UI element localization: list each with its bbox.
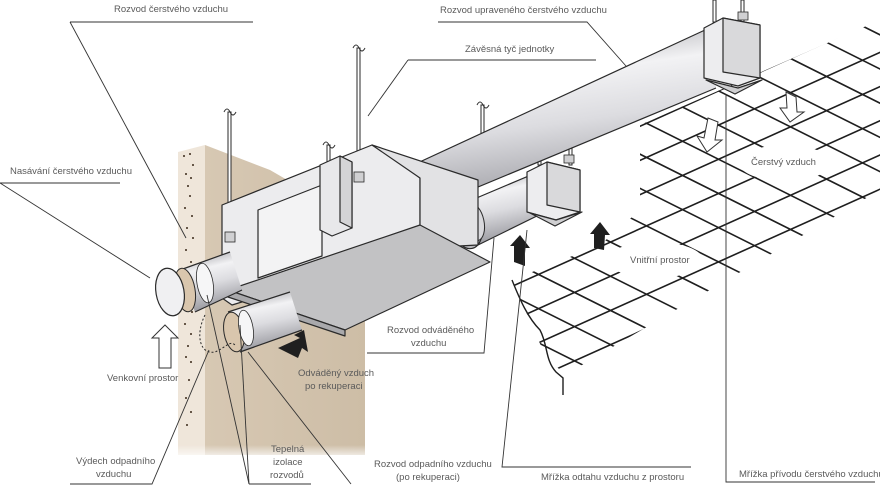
label-exhaust-after-recovery-line1: Odváděný vzduch	[298, 368, 374, 379]
grid-line	[512, 271, 880, 375]
fresh-air-label-bg	[739, 145, 831, 181]
waste-air-outlet-pipe	[223, 291, 303, 353]
label-waste-air-outlet-line1: Výdech odpadního	[76, 456, 155, 467]
label-thermal-insulation-line1: Tepelná	[271, 444, 305, 455]
grid-line	[512, 31, 880, 304]
label-extracted-air-distribution-line1: Rozvod odváděného	[387, 325, 474, 336]
extract-air-arrows	[510, 222, 610, 266]
grid-line	[512, 20, 880, 235]
extract-grille-box	[526, 161, 583, 227]
grid-line	[512, 67, 880, 370]
grid-line	[512, 33, 880, 335]
grid-line	[512, 20, 880, 267]
fresh-air-arrows	[695, 91, 806, 153]
wall-texture-dots	[183, 153, 194, 426]
fresh-air-intake-pipe	[154, 251, 243, 317]
label-supply-grille: Mřížka přívodu čerstvého vzduchu	[739, 469, 880, 480]
wall-fade	[170, 400, 380, 460]
rod-clips	[224, 11, 749, 243]
label-waste-air-distribution-line1: Rozvod odpadního vzduchu	[374, 459, 492, 470]
label-outdoor-space: Venkovní prostor	[107, 373, 178, 384]
outdoor-air-arrow	[150, 324, 180, 369]
grid-line	[512, 100, 880, 372]
label-unit-hanging-rod: Závěsná tyč jednotky	[465, 44, 554, 55]
label-thermal-insulation-line3: rozvodů	[270, 470, 304, 481]
grid-line	[512, 136, 880, 375]
leader-lines	[0, 21, 875, 485]
grid-line	[512, 101, 880, 375]
grid-line	[512, 20, 880, 301]
grid-line	[512, 20, 880, 270]
label-extract-grille: Mřížka odtahu vzduchu z prostoru	[541, 472, 684, 483]
wall-penetration-outline	[199, 314, 236, 353]
label-fresh-air: Čerstvý vzduch	[751, 157, 816, 168]
label-waste-air-distribution-line2: (po rekuperaci)	[396, 472, 460, 483]
grid-line	[512, 272, 880, 375]
label-treated-fresh-air-distribution: Rozvod upraveného čerstvého vzduchu	[440, 5, 607, 16]
label-fresh-air-intake: Nasávání čerstvého vzduchu	[10, 166, 132, 177]
label-indoor-space: Vnitřní prostor	[630, 255, 690, 266]
label-waste-air-outlet-line2: vzduchu	[96, 469, 131, 480]
grid-torn-edge	[511, 279, 564, 395]
grid-line	[512, 134, 880, 375]
supply-grille-box	[703, 17, 763, 95]
label-exhaust-after-recovery-line2: po rekuperaci	[305, 381, 363, 392]
grid-line	[512, 66, 880, 338]
label-extracted-air-distribution-line2: vzduchu	[411, 338, 446, 349]
exhaust-air-arrow	[278, 330, 308, 358]
indoor-label-bg	[607, 242, 703, 278]
label-thermal-insulation-line2: izolace	[273, 457, 303, 468]
label-fresh-air-distribution: Rozvod čerstvého vzduchu	[114, 4, 228, 15]
